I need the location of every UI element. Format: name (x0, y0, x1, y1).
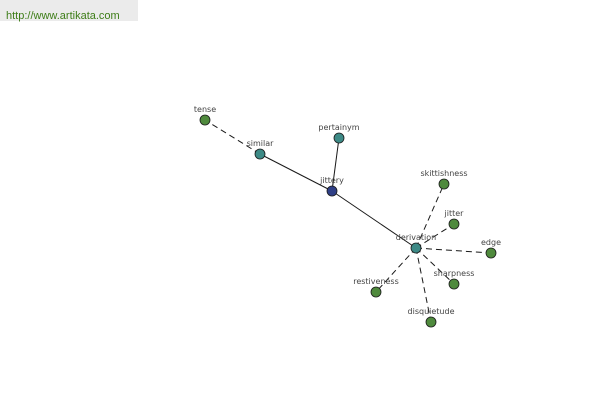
node-restiveness[interactable] (370, 286, 382, 298)
edge-derivation-skittishness (415, 183, 445, 249)
node-label-jittery: jittery (319, 176, 344, 185)
node-label-tense: tense (194, 105, 216, 114)
edge-jittery-derivation (331, 190, 417, 249)
edge-derivation-jitter (415, 223, 455, 249)
node-disquietude[interactable] (425, 316, 437, 328)
node-label-edge: edge (481, 238, 501, 247)
node-jittery[interactable] (326, 185, 338, 197)
edge-derivation-sharpness (415, 247, 455, 285)
labels-layer: jittery similar pertainym derivation tense sk… (194, 105, 501, 316)
nodes-layer (199, 114, 497, 328)
edge-derivation-edge (415, 247, 492, 254)
node-label-pertainym: pertainym (318, 123, 359, 132)
edge-similar-tense (204, 119, 261, 155)
node-label-sharpness: sharpness (434, 269, 475, 278)
url-bar: http://www.artikata.com (0, 0, 138, 22)
edge-jittery-pertainym (331, 137, 340, 192)
edge-jittery-similar (259, 153, 333, 192)
node-derivation[interactable] (410, 242, 422, 254)
node-skittishness[interactable] (438, 178, 450, 190)
node-label-disquietude: disquietude (408, 307, 455, 316)
node-label-jitter: jitter (444, 209, 465, 218)
node-label-skittishness: skittishness (420, 169, 467, 178)
node-tense[interactable] (199, 114, 211, 126)
node-jitter[interactable] (448, 218, 460, 230)
site-url-link[interactable]: http://www.artikata.com (6, 10, 120, 22)
edges-layer (204, 119, 492, 323)
node-label-derivation: derivation (396, 233, 436, 242)
node-label-similar: similar (247, 139, 275, 148)
node-edge[interactable] (485, 247, 497, 259)
edge-derivation-disquietude (415, 247, 432, 323)
node-label-restiveness: restiveness (353, 277, 399, 286)
node-similar[interactable] (254, 148, 266, 160)
node-pertainym[interactable] (333, 132, 345, 144)
node-sharpness[interactable] (448, 278, 460, 290)
